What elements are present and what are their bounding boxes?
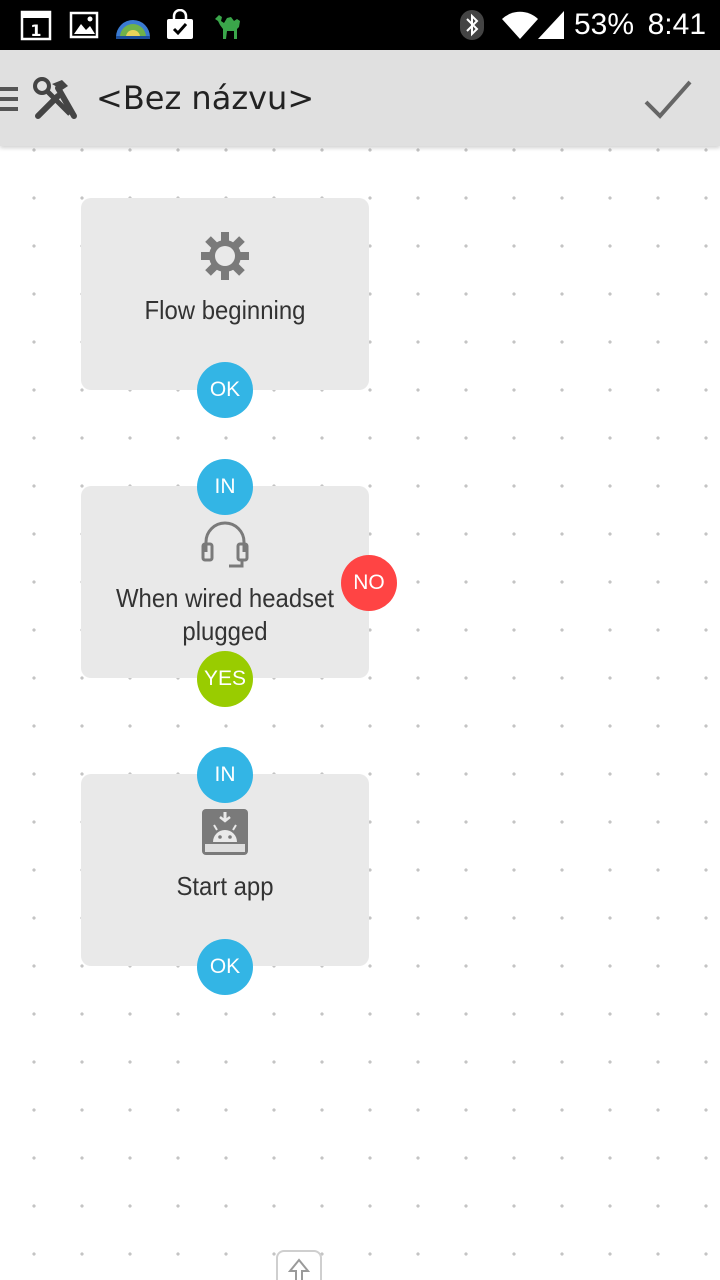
flow-title: <Bez názvu> bbox=[96, 79, 315, 117]
node-start-app[interactable]: Start app bbox=[81, 774, 369, 966]
android-app-icon bbox=[202, 809, 248, 855]
wifi-icon bbox=[502, 11, 538, 39]
pin-yes[interactable]: YES bbox=[197, 651, 253, 707]
battery-percentage: 53% bbox=[573, 8, 634, 41]
shopping-bag-icon bbox=[167, 9, 193, 39]
pin-ok[interactable]: OK bbox=[197, 939, 253, 995]
pin-in[interactable]: IN bbox=[197, 747, 253, 803]
checkmark-icon[interactable] bbox=[642, 74, 694, 126]
signal-icon bbox=[538, 11, 564, 39]
drawer-menu-icon[interactable] bbox=[0, 84, 20, 114]
svg-text:1: 1 bbox=[30, 21, 41, 40]
status-clock: 8:41 bbox=[647, 8, 706, 41]
headset-icon bbox=[201, 521, 249, 568]
bluetooth-icon bbox=[460, 10, 484, 40]
node-wired-headset[interactable]: When wired headset plugged bbox=[81, 486, 369, 678]
pin-ok[interactable]: OK bbox=[197, 362, 253, 418]
weather-icon bbox=[116, 20, 150, 39]
pin-no[interactable]: NO bbox=[341, 555, 397, 611]
action-bar: <Bez názvu> bbox=[0, 50, 720, 146]
gear-icon bbox=[201, 232, 249, 280]
calendar-icon: 1 bbox=[20, 10, 52, 41]
flow-canvas[interactable]: Flow beginning OK When wired headset plu… bbox=[0, 146, 720, 1280]
status-bar: 1 53% 8:41 bbox=[0, 0, 720, 50]
node-label: Start app bbox=[176, 871, 274, 901]
node-label: Flow beginning bbox=[144, 295, 306, 325]
tools-icon[interactable] bbox=[32, 76, 80, 124]
node-flow-beginning[interactable]: Flow beginning bbox=[81, 198, 369, 390]
arrow-up-icon bbox=[287, 1258, 311, 1280]
node-label: When wired headset plugged bbox=[115, 583, 335, 646]
bottom-drawer-handle[interactable] bbox=[276, 1250, 322, 1280]
gallery-icon bbox=[69, 11, 99, 39]
camel-icon bbox=[215, 15, 240, 39]
pin-in[interactable]: IN bbox=[197, 459, 253, 515]
